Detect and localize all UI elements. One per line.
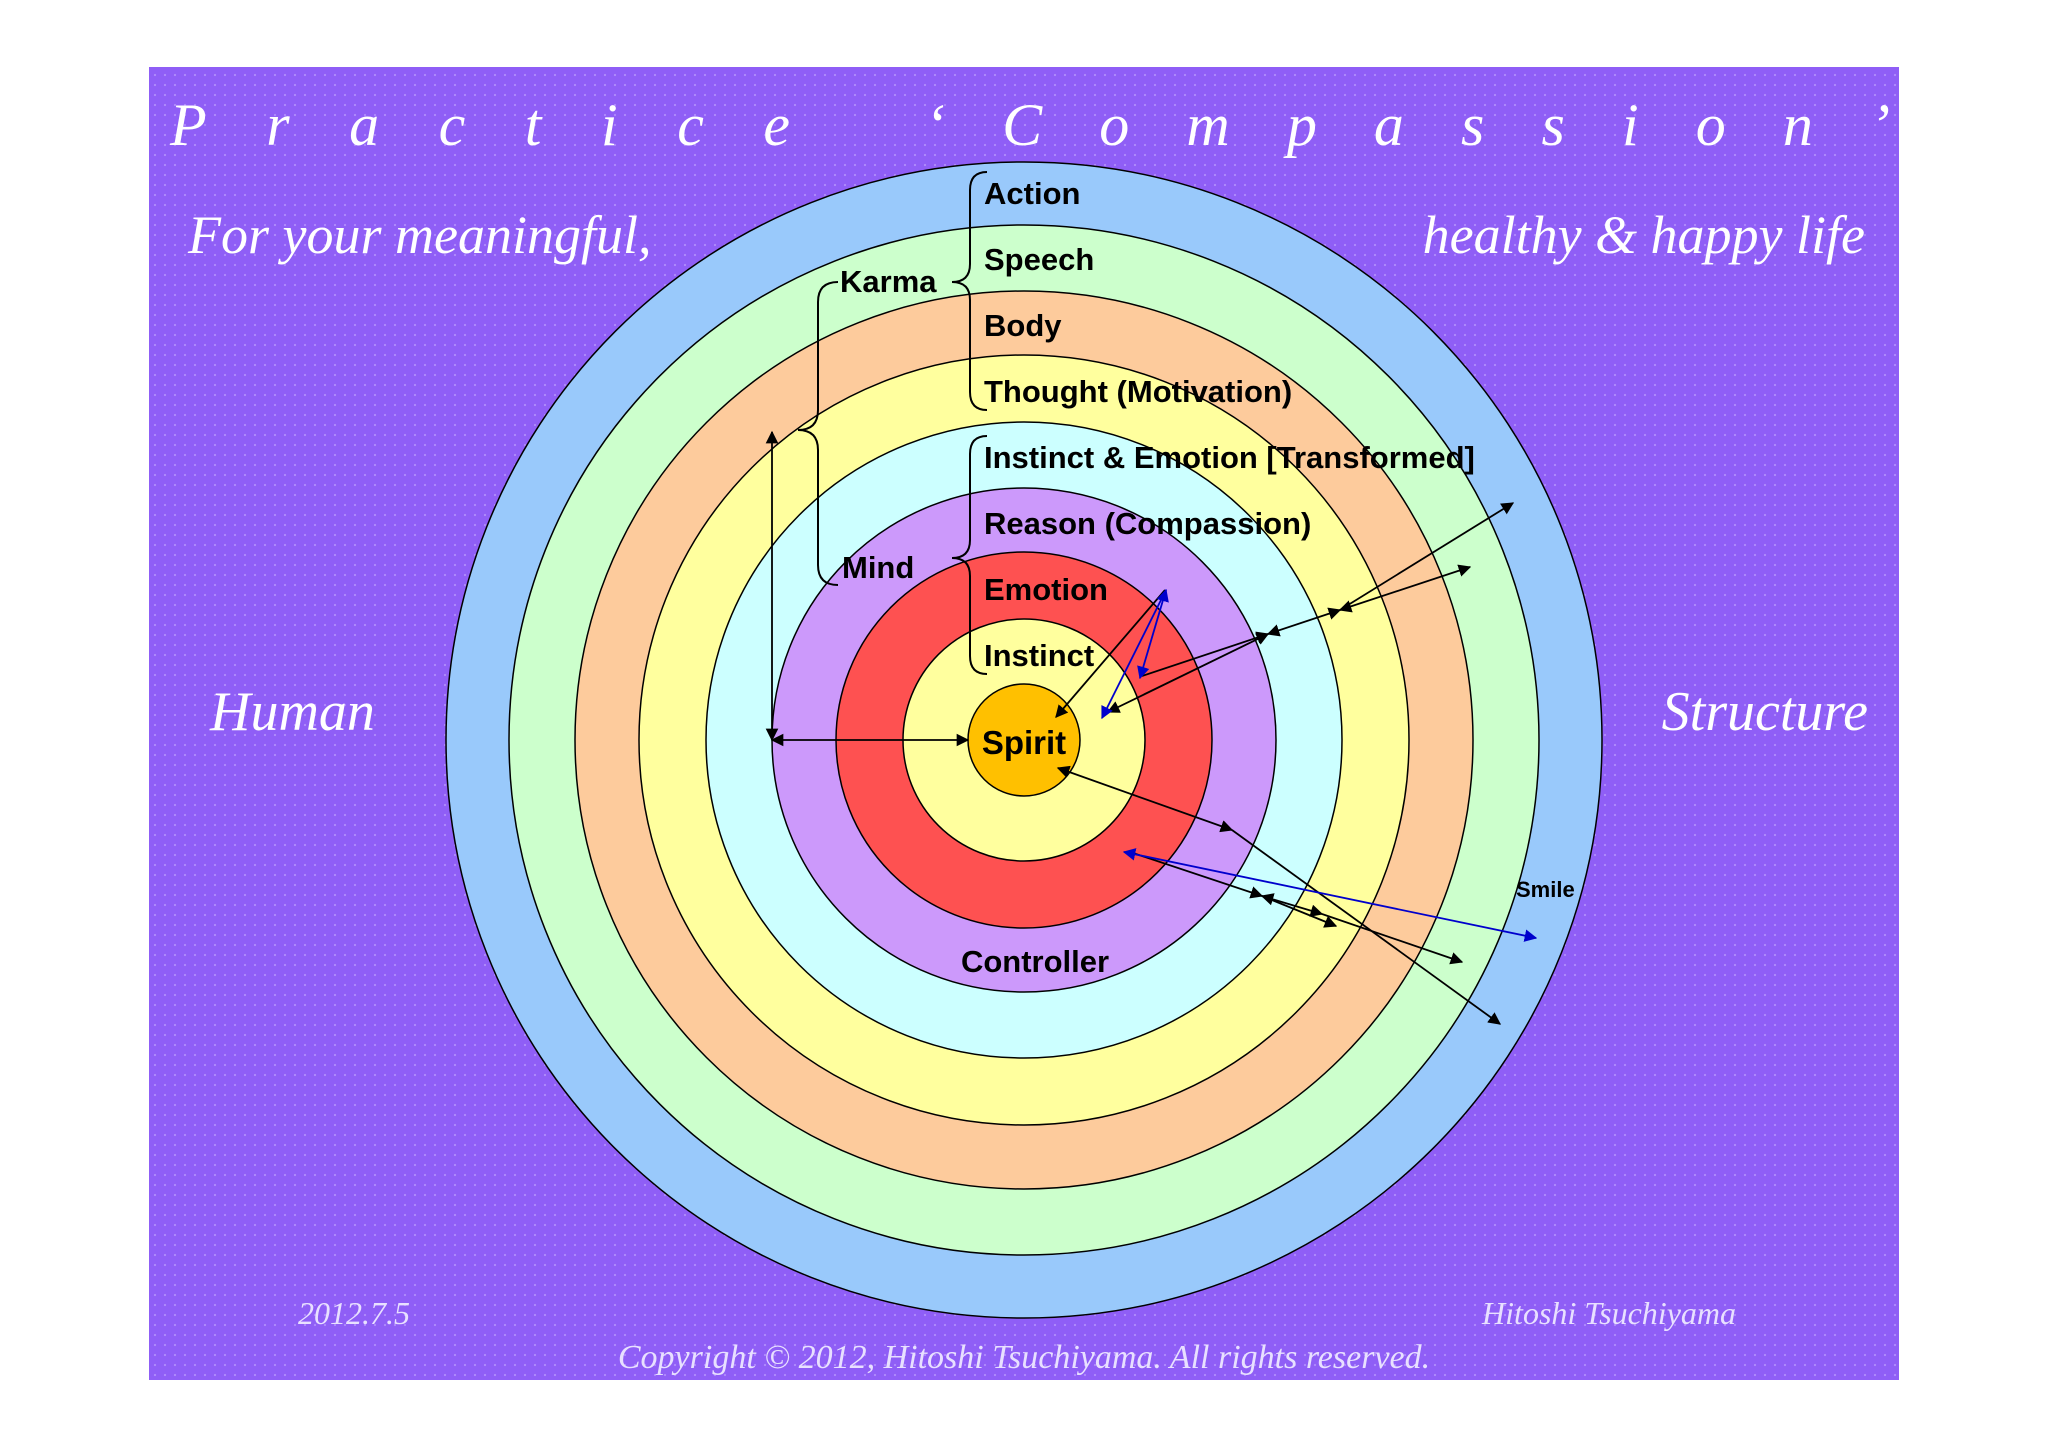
- footer-copyright: Copyright © 2012, Hitoshi Tsuchiyama. Al…: [618, 1339, 1430, 1376]
- blue-arrow-emotion-a: [1137, 588, 1169, 680]
- label-thought: Thought (Motivation): [984, 374, 1292, 409]
- label-human: Human: [209, 681, 375, 743]
- brace-mind-layers: [951, 435, 988, 675]
- label-action: Action: [984, 176, 1080, 211]
- blue-arrow-smile: [1122, 848, 1538, 942]
- label-karma: Karma: [840, 264, 937, 299]
- footer-author: Hitoshi Tsuchiyama: [1481, 1295, 1736, 1331]
- blue-arrow-emotion-b: [1101, 589, 1167, 720]
- arrow-spirit-controller: [1056, 765, 1234, 833]
- subtitle-left: For your meaningful,: [187, 205, 651, 265]
- subtitle-right: healthy & happy life: [1423, 205, 1865, 265]
- label-emotion: Emotion: [984, 572, 1108, 607]
- label-smile: Smile: [1516, 877, 1575, 902]
- label-spirit: Spirit: [982, 724, 1066, 761]
- braces: [797, 171, 988, 675]
- brace-karma-layers: [951, 171, 988, 411]
- label-structure: Structure: [1662, 681, 1868, 743]
- footer-date: 2012.7.5: [298, 1295, 410, 1331]
- label-reason: Reason (Compassion): [984, 506, 1311, 541]
- arrow-instinct-emotion: [1266, 607, 1342, 637]
- label-instinct: Instinct: [984, 638, 1094, 673]
- arrows-blue: [1101, 588, 1538, 942]
- label-instinct-emotion-transformed: Instinct & Emotion [Transformed]: [984, 440, 1475, 475]
- label-controller: Controller: [961, 944, 1109, 979]
- concentric-rings: [445, 161, 1603, 1319]
- label-speech: Speech: [984, 242, 1094, 277]
- label-body: Body: [984, 308, 1062, 343]
- label-mind: Mind: [842, 550, 914, 585]
- arrow-body-action: [1339, 502, 1515, 611]
- arrow-thought-reason: [1106, 633, 1270, 713]
- arrow-emotion-body: [1338, 564, 1472, 613]
- brace-karma-mind: [797, 281, 839, 586]
